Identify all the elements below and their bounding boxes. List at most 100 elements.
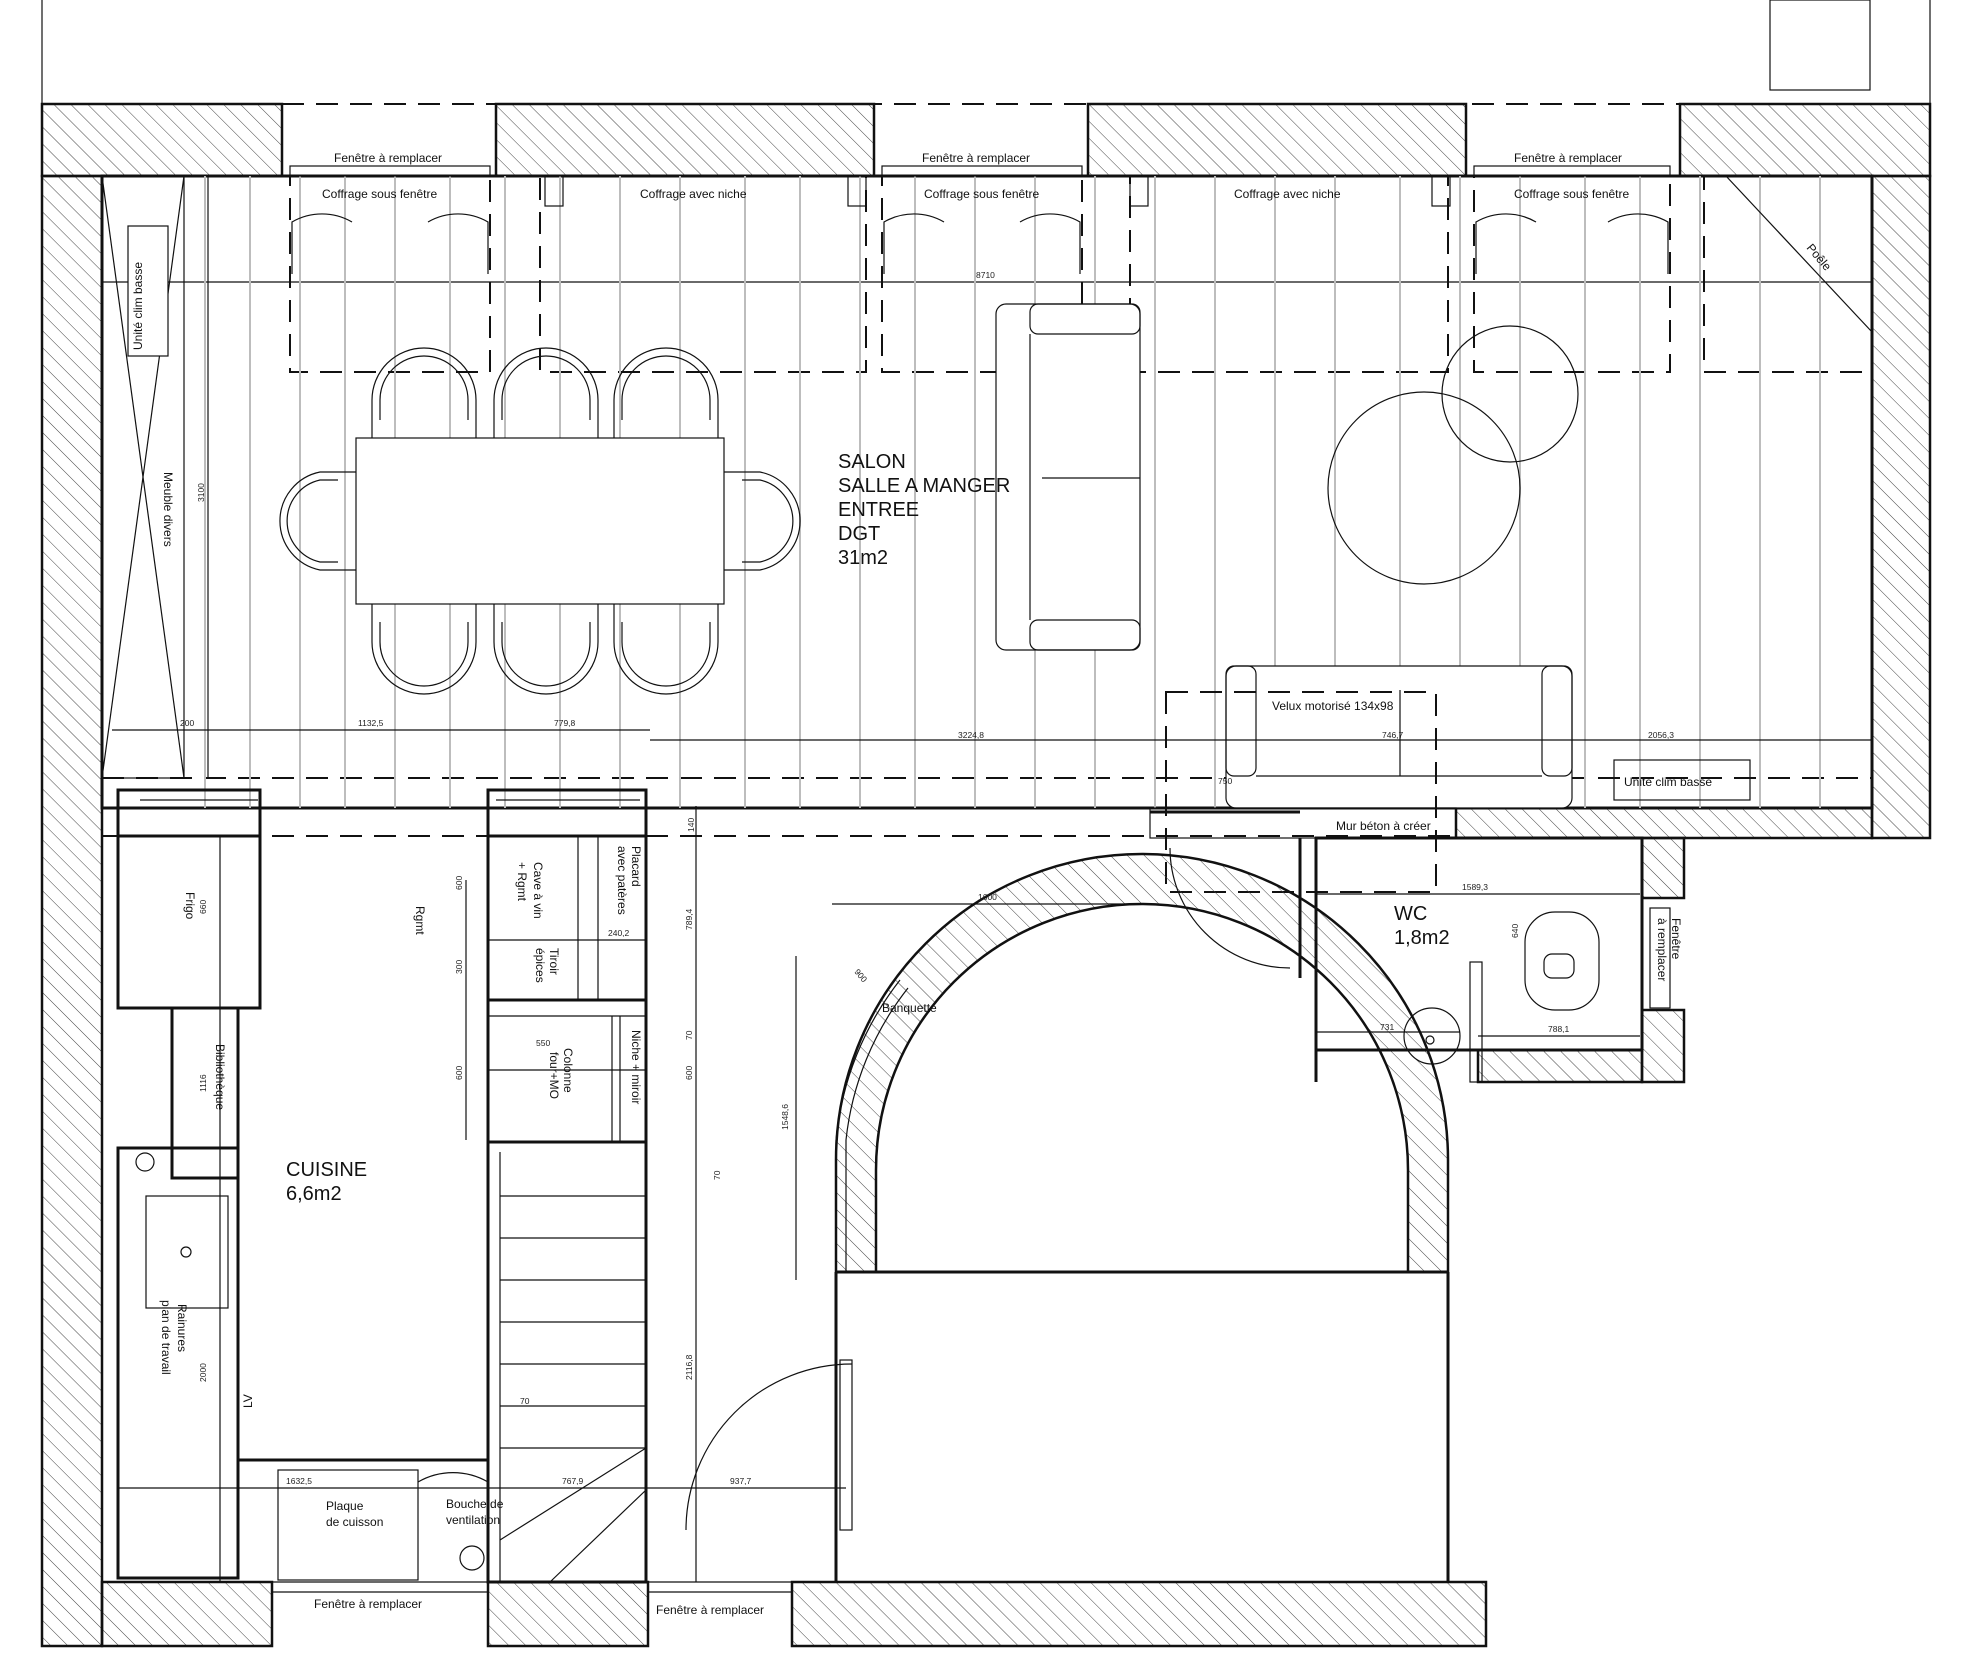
salon-area: 31m2 [838,547,888,569]
site-frame [41,0,1931,104]
placard-label-2: avec patères [615,846,629,915]
dim-900: 900 [852,967,869,985]
coffrage-label-1: Coffrage sous fenêtre [322,187,438,201]
kitchen [116,788,846,1593]
coffrage-label-2: Coffrage sous fenêtre [924,187,1040,201]
mur-beton-label: Mur béton à créer [1336,819,1431,833]
bouche-label-1: Bouche de [446,1497,504,1511]
room-labels: SALON SALLE A MANGER ENTREE DGT 31m2 CUI… [286,451,1450,1205]
cave-label-2: + Rgmt [515,862,529,902]
niche-label: Niche + miroir [629,1030,643,1104]
dim-240: 240,2 [608,928,630,938]
dim-767: 767,9 [562,1476,584,1486]
velux-label: Velux motorisé 134x98 [1272,699,1394,713]
colonne-label-1: Colonne [561,1048,575,1093]
dim-779: 779,8 [554,718,576,728]
dim-140: 140 [686,818,696,832]
window-swings [291,213,1669,274]
dim-550: 550 [536,1038,550,1048]
dim-8710: 8710 [976,270,995,280]
dim-1600: 1600 [978,892,997,902]
dim-600c: 600 [684,1066,694,1080]
dim-3100: 3100 [196,483,206,502]
top-windows [289,165,1671,207]
rainures-label-2: plan de travail [159,1300,173,1375]
dim-660: 660 [198,900,208,914]
sofa-vertical [995,303,1141,651]
salon-label-3: ENTREE [838,499,919,521]
dim-788: 788,1 [1548,1024,1570,1034]
salon-label-1: SALON [838,451,906,473]
dim-600a: 600 [454,876,464,890]
dim-937: 937,7 [730,1476,752,1486]
window-label-1: Fenêtre à remplacer [334,151,442,165]
stairs [486,1140,648,1584]
window-label-2: Fenêtre à remplacer [922,151,1030,165]
dim-746: 746,7 [1382,730,1404,740]
dim-1589: 1589,3 [1462,882,1488,892]
dim-200: 200 [180,718,194,728]
coffrage-niche-1: Coffrage avec niche [640,187,747,201]
placard-label-1: Placard [629,846,643,887]
plaque-label-2: de cuisson [326,1515,383,1529]
plaque-label-1: Plaque [326,1499,364,1513]
wc-window-label-2: à remplacer [1655,918,1669,981]
dim-750: 750 [1218,776,1232,786]
wc-window-label-1: Fenêtre [1669,918,1683,960]
dim-70b: 70 [712,1170,722,1180]
dim-2056: 2056,3 [1648,730,1674,740]
rgmt-label: Rgmt [413,906,427,935]
cuisine-area: 6,6m2 [286,1183,342,1205]
banquette-label: Banquette [882,1001,937,1015]
dining-table [279,347,801,695]
exterior-walls [40,102,1932,1648]
dim-70a: 70 [684,1030,694,1040]
clim-box [1613,759,1751,801]
wc-label: WC [1394,903,1427,925]
dim-2000: 2000 [198,1363,208,1382]
rainures-label-1: Rainures [175,1304,189,1352]
meuble-divers [101,175,185,779]
sofa-horizontal [1225,665,1573,809]
meuble-label: Meuble divers [161,472,175,547]
wc-area: 1,8m2 [1394,927,1450,949]
cave-label-1: Cave à vin [531,862,545,919]
salon-label-4: DGT [838,523,880,545]
bibliotheque-label: Bibliothèque [213,1044,227,1110]
frigo-label: Frigo [183,892,197,920]
rugs [1327,325,1579,585]
dim-640: 640 [1510,924,1520,938]
dimension-lines [112,176,1872,1582]
dimension-labels: 8710 3100 200 1132,5 779,8 3224,8 746,7 … [180,270,1674,1486]
window-label-3: Fenêtre à remplacer [1514,151,1622,165]
dim-3224: 3224,8 [958,730,984,740]
arch-structure [648,852,1450,1593]
dim-1548: 1548,6 [780,1104,790,1130]
bouche-label-2: ventilation [446,1513,500,1527]
tiroir-label-1: Tiroir [547,948,561,975]
dim-731: 731 [1380,1022,1394,1032]
lv-label: LV [241,1394,255,1408]
salon-label-2: SALLE A MANGER [838,475,1010,497]
poele-line [1725,175,1873,333]
tiroir-label-2: épices [533,948,547,983]
dim-1132: 1132,5 [358,718,384,728]
cuisine-label: CUISINE [286,1159,367,1181]
clim-left-label: Unité clim basse [131,262,145,350]
coffrage-label-3: Coffrage sous fenêtre [1514,187,1630,201]
colonne-label-2: four+MO [547,1052,561,1099]
dim-1632: 1632,5 [286,1476,312,1486]
wc-room [1149,807,1671,1083]
dim-2116: 2116,8 [684,1354,694,1380]
coffrage-niche-2: Coffrage avec niche [1234,187,1341,201]
dim-300: 300 [454,960,464,974]
dim-70c: 70 [520,1396,530,1406]
dim-789: 789,4 [684,908,694,930]
annotation-labels: Fenêtre à remplacer Fenêtre à remplacer … [131,151,1834,1617]
dim-1116: 1116 [198,1074,208,1092]
window-bottom-2: Fenêtre à remplacer [656,1603,764,1617]
dim-600b: 600 [454,1066,464,1080]
clim-right-label: Unité clim basse [1624,775,1712,789]
window-bottom-1: Fenêtre à remplacer [314,1597,422,1611]
